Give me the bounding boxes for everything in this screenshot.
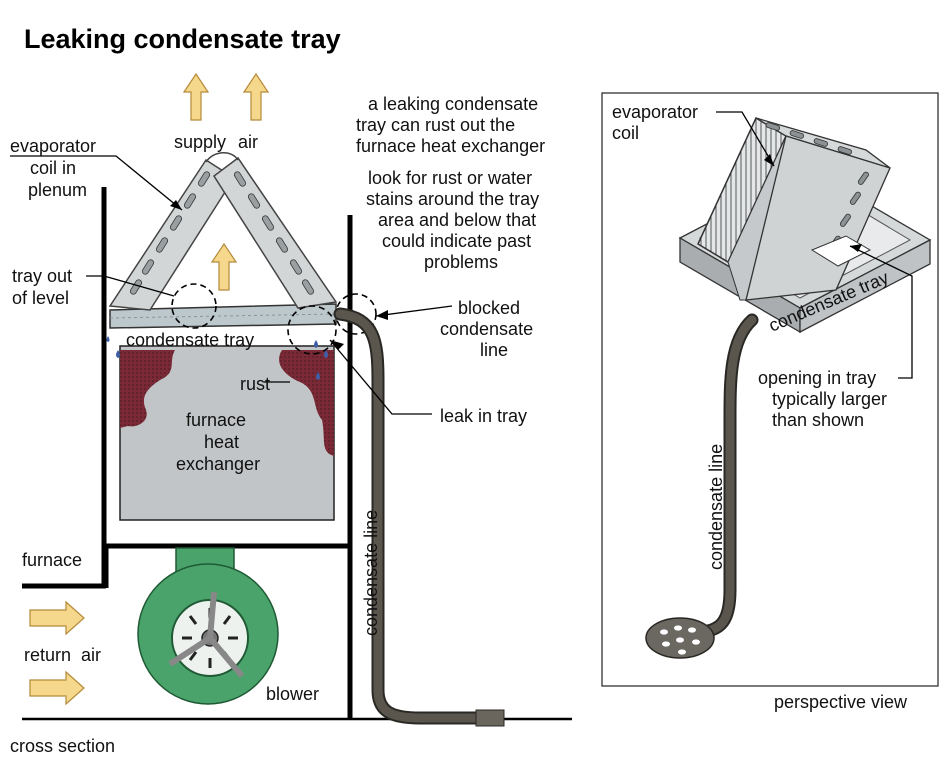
evaporator-coil bbox=[108, 152, 338, 311]
blocked-line-label-3: line bbox=[480, 340, 508, 360]
heat-exchanger-label-2: heat bbox=[204, 432, 239, 452]
blower bbox=[137, 547, 279, 705]
note1-line2: tray can rust out the bbox=[356, 115, 515, 135]
heat-exchanger-label-3: exchanger bbox=[176, 454, 260, 474]
blocked-line-label-1: blocked bbox=[458, 298, 520, 318]
note1-line1: a leaking condensate bbox=[368, 94, 538, 114]
notes: a leaking condensate tray can rust out t… bbox=[356, 94, 545, 272]
note2-line3: area and below that bbox=[378, 210, 536, 230]
perspective-evaporator-label-2: coil bbox=[612, 123, 639, 143]
rust-label: rust bbox=[240, 374, 270, 394]
floor-drain bbox=[475, 709, 505, 727]
note2-line4: could indicate past bbox=[382, 231, 531, 251]
diagram-title: Leaking condensate tray bbox=[24, 24, 341, 54]
evaporator-coil-label-3: plenum bbox=[28, 180, 87, 200]
water-drips bbox=[106, 336, 328, 380]
note1-line3: furnace heat exchanger bbox=[356, 136, 545, 156]
tray-out-of-level-label-1: tray out bbox=[12, 266, 72, 286]
cross-section-label: cross section bbox=[10, 736, 115, 756]
perspective-view-label: perspective view bbox=[774, 692, 908, 712]
leader-lines bbox=[10, 155, 453, 415]
blower-label: blower bbox=[266, 684, 319, 704]
note2-line5: problems bbox=[424, 252, 498, 272]
condensate-line-label: condensate line bbox=[361, 510, 381, 636]
perspective-condensate-line-label: condensate line bbox=[706, 444, 726, 570]
blocked-line-label-2: condensate bbox=[440, 319, 533, 339]
rust-patch-right bbox=[279, 350, 334, 456]
opening-label-3: than shown bbox=[772, 410, 864, 430]
evaporator-coil-label-1: evaporator bbox=[10, 136, 96, 156]
note2-line2: stains around the tray bbox=[366, 189, 539, 209]
leak-in-tray-label: leak in tray bbox=[440, 406, 527, 426]
internal-air-arrow bbox=[210, 242, 238, 291]
opening-label-1: opening in tray bbox=[758, 368, 876, 388]
tray-out-of-level-label-2: of level bbox=[12, 288, 69, 308]
opening-label-2: typically larger bbox=[772, 389, 887, 409]
perspective-view: evaporator coil condensate tray opening … bbox=[601, 92, 939, 712]
perspective-evaporator-label-1: evaporator bbox=[612, 102, 698, 122]
heat-exchanger-label-1: furnace bbox=[186, 410, 246, 430]
rust-patch-left bbox=[120, 350, 175, 428]
perspective-condensate-line bbox=[697, 315, 757, 637]
supply-air-arrows bbox=[182, 72, 270, 291]
note2-line1: look for rust or water bbox=[368, 168, 532, 188]
evaporator-coil-label-2: coil in bbox=[30, 158, 76, 178]
furnace-label: furnace bbox=[22, 550, 82, 570]
condensate-tray-label: condensate tray bbox=[126, 330, 254, 350]
return-air-arrows bbox=[29, 600, 85, 706]
